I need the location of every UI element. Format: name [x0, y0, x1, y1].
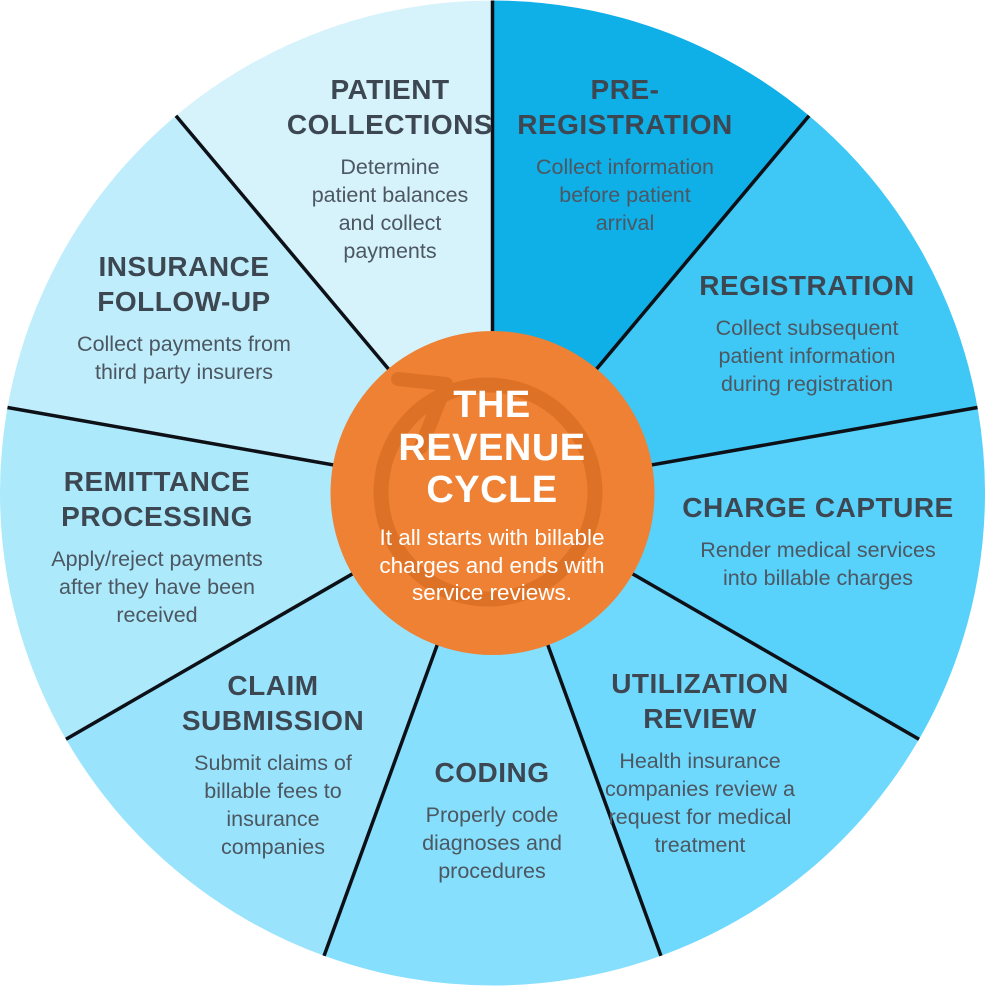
wheel-segment-coding	[324, 493, 661, 986]
cycle-arrow-icon	[373, 372, 603, 607]
